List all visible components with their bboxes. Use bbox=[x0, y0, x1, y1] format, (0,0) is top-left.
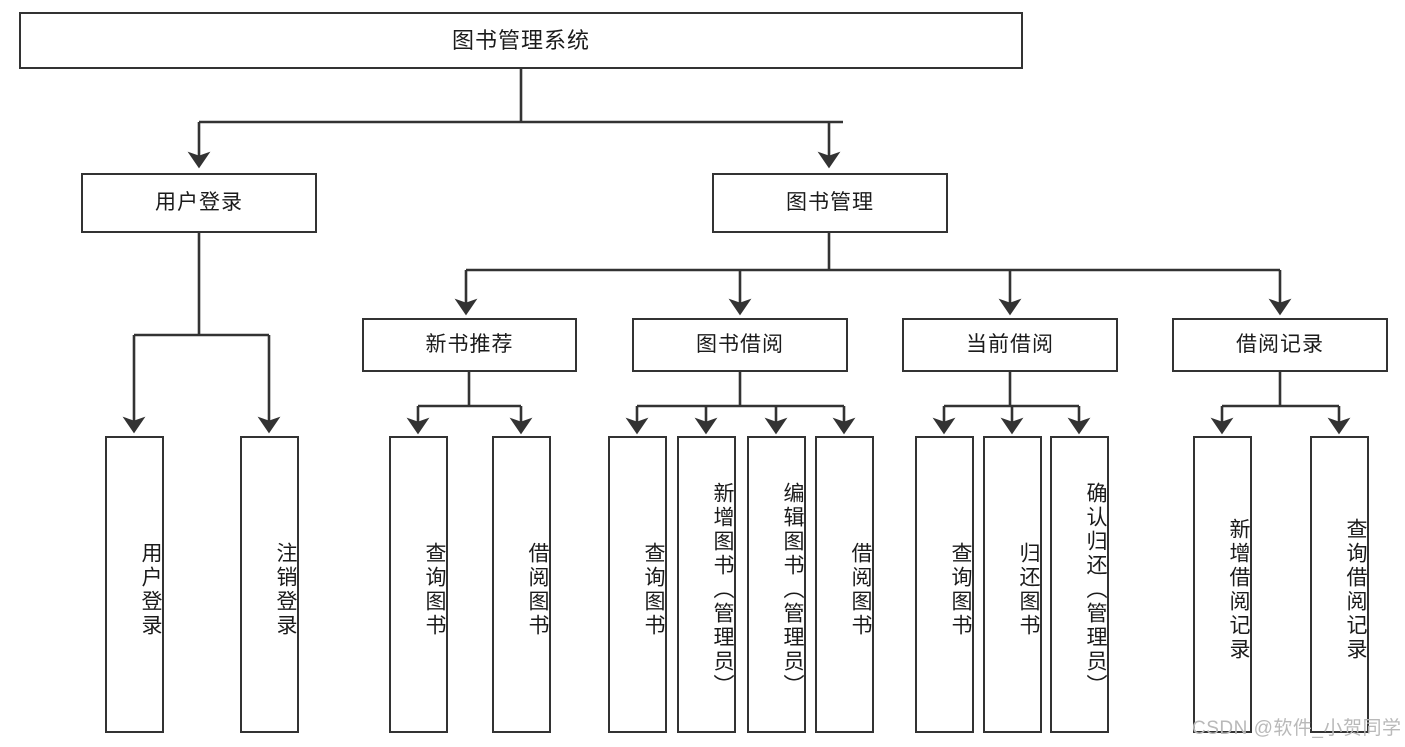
node-label: 查询图书 bbox=[642, 541, 665, 638]
node-label: 当前借阅 bbox=[966, 332, 1054, 356]
node-label: 借阅图书 bbox=[526, 541, 549, 638]
node-label: 注销登录 bbox=[274, 541, 297, 638]
leaf-borrow-record-query-record[interactable]: 查询借阅记录 bbox=[1310, 436, 1369, 733]
node-current-borrow[interactable]: 当前借阅 bbox=[902, 318, 1118, 372]
node-label: 借阅记录 bbox=[1236, 332, 1324, 356]
csdn-watermark: CSDN @软件_小贺同学 bbox=[1192, 718, 1402, 739]
node-label: 编辑图书（管理员） bbox=[781, 481, 804, 698]
node-label: 图书管理系统 bbox=[451, 27, 590, 53]
leaf-borrow-record-add-record[interactable]: 新增借阅记录 bbox=[1193, 436, 1252, 733]
leaf-book-borrow-query-book[interactable]: 查询图书 bbox=[608, 436, 667, 733]
node-label: 归还图书 bbox=[1017, 541, 1040, 638]
leaf-book-borrow-borrow-book[interactable]: 借阅图书 bbox=[815, 436, 874, 733]
node-book-borrow[interactable]: 图书借阅 bbox=[632, 318, 848, 372]
leaf-current-borrow-return-book[interactable]: 归还图书 bbox=[983, 436, 1042, 733]
node-user-login[interactable]: 用户登录 bbox=[81, 173, 317, 233]
node-borrow-record[interactable]: 借阅记录 bbox=[1172, 318, 1388, 372]
node-label: 查询借阅记录 bbox=[1344, 517, 1367, 662]
node-book-management[interactable]: 图书管理 bbox=[712, 173, 948, 233]
leaf-current-borrow-query-book[interactable]: 查询图书 bbox=[915, 436, 974, 733]
node-root-system[interactable]: 图书管理系统 bbox=[19, 12, 1023, 69]
node-label: 图书管理 bbox=[786, 190, 874, 214]
node-label: 借阅图书 bbox=[849, 541, 872, 638]
node-label: 新书推荐 bbox=[425, 332, 514, 356]
leaf-user-login-login[interactable]: 用户登录 bbox=[105, 436, 164, 733]
leaf-new-book-borrow-book[interactable]: 借阅图书 bbox=[492, 436, 551, 733]
leaf-book-borrow-edit-book-admin[interactable]: 编辑图书（管理员） bbox=[747, 436, 806, 733]
leaf-current-borrow-confirm-return-admin[interactable]: 确认归还（管理员） bbox=[1050, 436, 1109, 733]
node-label: 查询图书 bbox=[423, 541, 446, 638]
leaf-user-login-logout[interactable]: 注销登录 bbox=[240, 436, 299, 733]
leaf-new-book-query-book[interactable]: 查询图书 bbox=[389, 436, 448, 733]
node-new-book-recommend[interactable]: 新书推荐 bbox=[362, 318, 577, 372]
node-label: 图书借阅 bbox=[696, 332, 784, 356]
node-label: 用户登录 bbox=[155, 190, 243, 214]
node-label: 查询图书 bbox=[949, 541, 972, 638]
node-label: 确认归还（管理员） bbox=[1084, 481, 1107, 698]
node-label: 用户登录 bbox=[139, 541, 162, 638]
node-label: 新增图书（管理员） bbox=[711, 481, 734, 698]
node-label: 新增借阅记录 bbox=[1227, 517, 1250, 662]
leaf-book-borrow-add-book-admin[interactable]: 新增图书（管理员） bbox=[677, 436, 736, 733]
